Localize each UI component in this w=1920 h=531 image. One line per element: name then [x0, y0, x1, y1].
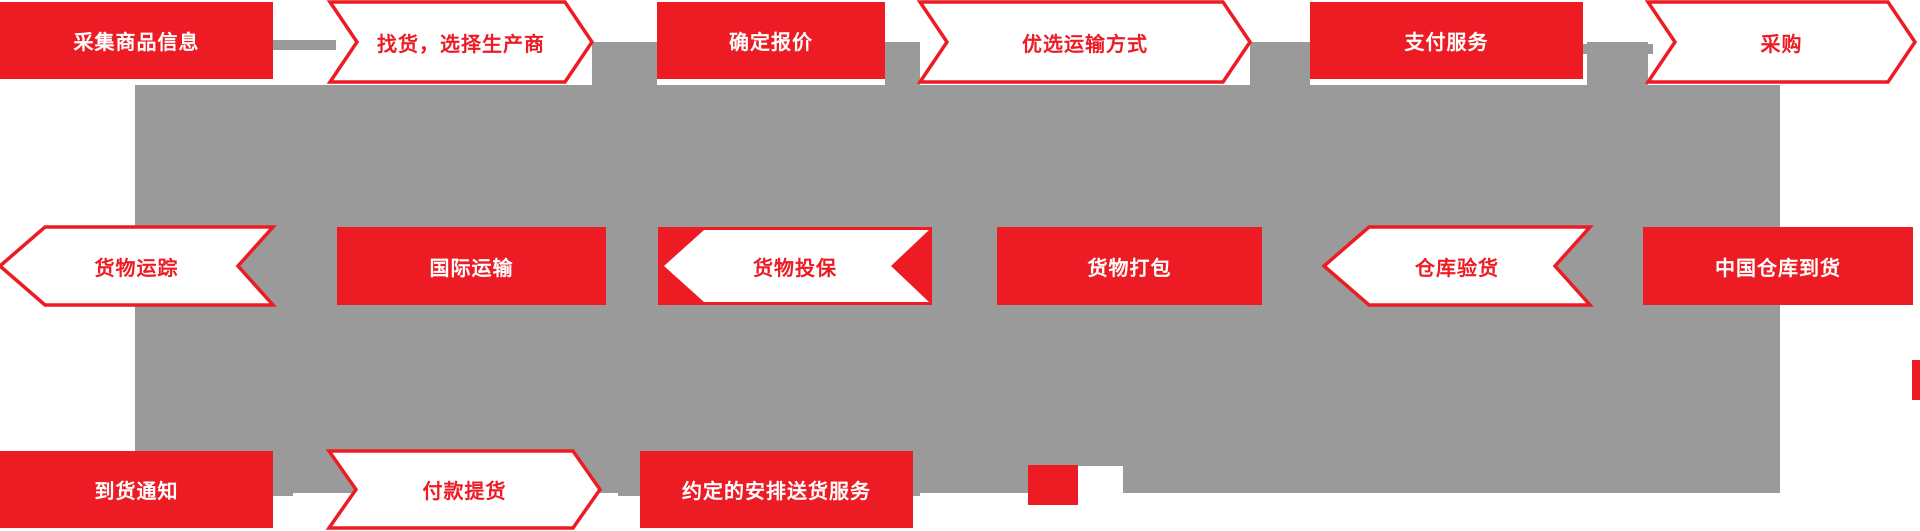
step-find-goods-choose-manufacturer: 找货，选择生产商	[326, 0, 595, 84]
connector-column	[1250, 42, 1310, 87]
connector-dash	[240, 264, 340, 273]
step-scheduled-delivery-service: 约定的安排送货服务	[640, 451, 913, 528]
connector-dash	[906, 487, 920, 496]
step-label: 到货通知	[94, 481, 179, 503]
step-cargo-packing: 货物打包	[997, 227, 1262, 305]
step-cargo-tracking: 货物运踪	[0, 225, 277, 307]
arrow-left-shape	[0, 225, 277, 307]
step-label: 仓库验货	[1415, 257, 1499, 280]
step-label: 采集商品信息	[73, 32, 200, 54]
step-china-warehouse-arrival: 中国仓库到货	[1643, 227, 1913, 305]
step-label: 支付服务	[1404, 32, 1489, 54]
arrow-right-shape	[1644, 0, 1918, 84]
step-label: 采购	[1760, 33, 1803, 56]
connector-dash	[1560, 264, 1652, 273]
arrow-left-shape	[664, 230, 929, 302]
step-label: 优选运输方式	[1022, 33, 1148, 56]
step-payment-and-pickup: 付款提货	[325, 449, 603, 530]
step-label: 货物打包	[1087, 257, 1172, 280]
step-preferred-shipping-method: 优选运输方式	[916, 0, 1253, 84]
step-label: 找货，选择生产商	[377, 33, 545, 56]
step-label: 约定的安排送货服务	[682, 481, 871, 503]
clipped-red-shape-right-edge	[1912, 360, 1920, 400]
connector-dash	[263, 487, 293, 496]
connector-dash	[1568, 44, 1653, 54]
step-label: 货物运踪	[94, 257, 179, 280]
step-collect-product-info: 采集商品信息	[0, 2, 273, 79]
connector-dash	[905, 264, 1005, 273]
step-cargo-insurance: 货物投保	[658, 227, 932, 305]
connector-dash	[582, 264, 670, 273]
arrow-left-shape	[1321, 225, 1594, 307]
step-warehouse-inspection: 仓库验货	[1321, 225, 1594, 307]
arrow-right-shape	[326, 0, 595, 84]
step-international-transport: 国际运输	[337, 227, 606, 305]
step-payment-service: 支付服务	[1310, 2, 1583, 79]
step-arrival-notice: 到货通知	[0, 451, 273, 528]
small-red-square	[1028, 465, 1078, 505]
connector-column	[885, 42, 920, 87]
connector-dash	[618, 487, 644, 496]
flow-background-notch	[1078, 466, 1123, 493]
arrow-right-shape	[325, 449, 603, 530]
connector-dash	[1258, 264, 1332, 273]
step-label: 国际运输	[429, 257, 514, 280]
step-label: 中国仓库到货	[1715, 257, 1841, 280]
step-label: 确定报价	[729, 32, 813, 54]
step-label: 付款提货	[422, 481, 507, 503]
step-confirm-quotation: 确定报价	[657, 2, 885, 79]
arrow-right-shape	[916, 0, 1253, 84]
step-procurement: 采购	[1644, 0, 1918, 84]
connector-dash	[260, 40, 336, 50]
step-label: 货物投保	[753, 257, 837, 280]
